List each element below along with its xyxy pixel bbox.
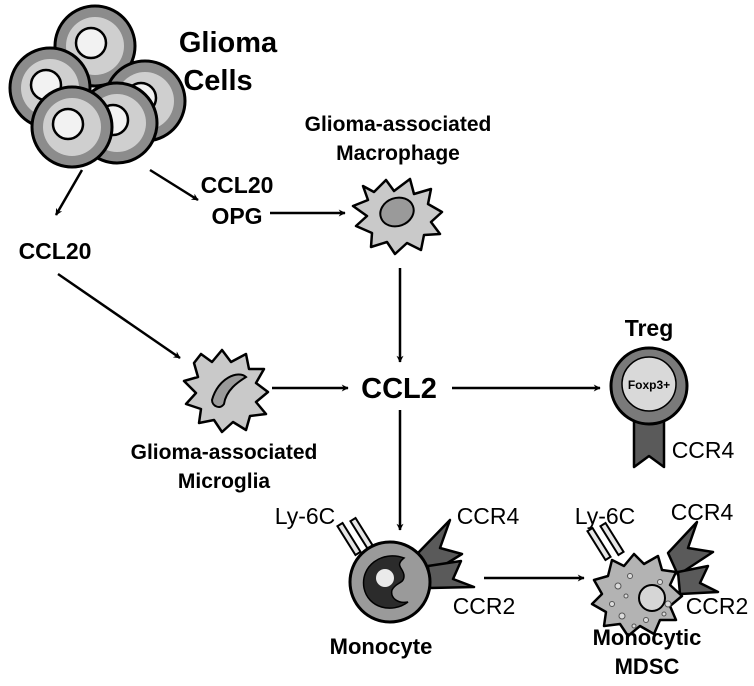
mdsc-ccr2-label: CCR2 [686,593,749,619]
mdsc-ccr2-receptor [676,564,720,596]
treg-ccr4-label: CCR4 [672,437,735,463]
mdsc-ccr4-label: CCR4 [671,499,734,525]
mdsc-ly6c-label: Ly-6C [575,503,636,529]
microglia-icon [182,348,270,434]
monocyte-ccr2-receptor [426,559,476,590]
macrophage-label-line2: Macrophage [336,142,460,165]
monocyte-icon [336,516,476,624]
microglia-label-line1: Glioma-associated [131,441,318,464]
treg-ccr4-receptor [632,418,666,469]
arrow-glioma-to-ccl20-opg [149,168,199,202]
monocyte-ly6c-receptor [336,516,375,557]
mdsc-label-line2: MDSC [615,654,680,679]
mdsc-icon [586,520,720,638]
arrow-glioma-to-ccl20 [54,169,84,216]
glioma-cell [30,85,114,169]
ccl20-left-label: CCL20 [19,238,92,264]
monocyte-ly6c-label: Ly-6C [275,503,336,529]
foxp3-label: Foxp3+ [628,378,670,392]
glioma-cells-label-line2: Cells [183,65,252,97]
macrophage-label-line1: Glioma-associated [305,113,492,136]
glioma-cells-label-line1: Glioma [179,27,278,59]
arrows [54,168,601,582]
arrow-ccl20-to-microglia [57,272,181,360]
mdsc-label-line1: Monocytic [593,625,702,650]
treg-label: Treg [625,315,674,341]
monocyte-ccr4-label: CCR4 [457,503,520,529]
ccl2-label: CCL2 [361,373,437,405]
mdsc-granules [609,573,672,629]
ccl20-opg-label-line2: OPG [211,203,262,229]
ccl20-opg-label-line1: CCL20 [201,172,274,198]
monocyte-label: Monocyte [330,634,433,659]
macrophage-icon [351,177,444,256]
microglia-label-line2: Microglia [178,470,271,493]
glioma-cells-icon [8,4,187,169]
mdsc-ly6c-receptor [586,521,625,562]
monocyte-ccr2-label: CCR2 [453,593,516,619]
treg-icon: Foxp3+ [609,346,689,469]
